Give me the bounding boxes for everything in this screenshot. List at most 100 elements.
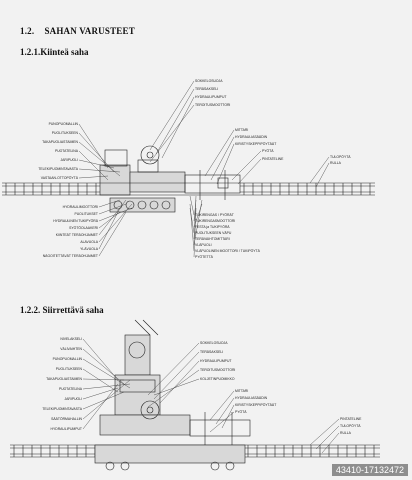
- d2-topmid-label: HYDRAULIASÄÄDIN: [235, 396, 268, 400]
- d1-top-label: HYDRAULIPUMPUT: [195, 95, 226, 99]
- d2-left-leader: [82, 379, 131, 420]
- d1-top-label: TERÄSAKSELI: [195, 87, 218, 91]
- d2-left-leader: [82, 378, 125, 381]
- d1-top-label: SOKKELOSUOJA: [195, 79, 223, 83]
- d2-top-leader: [147, 342, 200, 396]
- d1-top-leader: [149, 104, 195, 163]
- d1-left-leader: [78, 175, 109, 179]
- d2-left-label: TELEKIPUOMINTAVASTA: [42, 407, 82, 411]
- d2-right-label: TULOPÖYTÄ: [340, 424, 361, 428]
- d1-topmid-label: KIRISTYSKEPPIPÖYTÄÄT: [235, 142, 276, 146]
- d1-left-label: VASTAAN-OTTOPÖYTÄ: [41, 176, 79, 180]
- d2-right-leader: [315, 425, 340, 450]
- d2-top-leader: [153, 378, 200, 396]
- watermark: 43410-17132472: [331, 464, 408, 476]
- d1-botright-leader: [193, 199, 203, 246]
- d1-botleft-label: KIINTEÄT TERÄOHJAIMET: [56, 233, 98, 237]
- d2-left-label: NIVELAKSELI: [60, 337, 82, 341]
- d1-botleft-leader: [98, 203, 133, 243]
- d1-botleft-label: HYDRAULINEN TUKIPYÖRÄ: [53, 219, 99, 223]
- d1-left-leader: [78, 150, 109, 181]
- d1-botright-label: PUOLITUKSEEN VÄPU: [195, 231, 232, 235]
- d1-botright-leader: [189, 203, 195, 252]
- d2-top-leader: [147, 369, 200, 408]
- d2-top-label: KOLJETINPUOMIKKO: [200, 377, 235, 381]
- d1-botleft-label: HYDRAULIMOOTTORI: [63, 205, 98, 209]
- d2-left-leader: [82, 338, 119, 381]
- d1-topright-label: PYÖTÄ: [262, 149, 274, 153]
- d2-topmid-label: MITTARI: [235, 389, 248, 393]
- d1-botright-leader: [189, 195, 195, 216]
- d2-top-label: TERÄSAKSELI: [200, 350, 223, 354]
- d1-botright-label: TUKIRENGAS / PYÖRÄT: [195, 213, 234, 217]
- d1-right-label: TULOPÖYTÄ: [330, 155, 351, 159]
- d1-botleft-label: NÄGOITETTÄVÄT TERÄOHJAIMET: [43, 254, 98, 258]
- d1-left-leader: [78, 123, 109, 169]
- d1-botright-label: PYÖTETTÄ: [195, 255, 214, 259]
- d1-top-leader: [161, 96, 195, 159]
- d2-topmid-leader: [209, 390, 235, 421]
- d2-left-label: TAKAPUOLIASTAIMEN: [46, 377, 82, 381]
- d1-right-leader: [315, 162, 330, 188]
- d1-botleft-leader: [98, 199, 127, 236]
- d1-botleft-label: SYÖTÖOLAAKERI: [69, 226, 98, 230]
- d1-right-label: RULLA: [330, 161, 342, 165]
- leader-lines-2: [82, 338, 340, 454]
- d2-left-label: HYDRAULIPUMPUT: [51, 427, 82, 431]
- d1-topmid-leader: [204, 129, 235, 177]
- d2-right-label: PINTATELINE: [340, 417, 362, 421]
- d1-left-leader: [78, 159, 115, 169]
- d1-topright-leader: [237, 158, 262, 185]
- d2-topmid-label: PYÖTÄ: [235, 410, 247, 414]
- d2-right-leader: [321, 432, 340, 454]
- d1-topright-leader: [231, 150, 262, 181]
- d2-top-label: SOKKELOSUOJA: [200, 341, 228, 345]
- d2-left-label: JARIPUOLI: [64, 397, 82, 401]
- subsection-heading-mobile-saw: 1.2.2. Siirrettävä saha: [20, 305, 104, 315]
- d1-left-label: PUNOPUOMALLIN: [49, 122, 79, 126]
- d1-topright-label: PINTATELINE: [262, 157, 284, 161]
- labels-diagram-1: PUNOPUOMALLINPUOLITUKSEENTAKAPUOLIASTAIM…: [38, 79, 351, 259]
- d1-top-label: TEROITUSMOOTTORI: [195, 103, 230, 107]
- d2-topmid-leader: [215, 397, 235, 425]
- d1-topmid-label: HYDRAULIASÄÄDIN: [235, 135, 268, 139]
- d2-left-leader: [82, 391, 125, 410]
- d1-botright-leader: [193, 207, 197, 258]
- d2-right-leader: [309, 418, 340, 446]
- d2-left-leader: [82, 348, 125, 385]
- d2-left-label: PUNOPUOMALLIN: [53, 357, 83, 361]
- leader-lines-1: [78, 80, 330, 258]
- d2-left-leader: [82, 368, 119, 393]
- d2-topmid-label: KIRISTYSKEPPIPÖYTÄÄT: [235, 403, 276, 407]
- d1-topmid-leader: [216, 143, 235, 185]
- section-heading: 1.2. SAHAN VARUSTEET: [20, 26, 135, 36]
- d1-left-label: PUOTATELINA: [55, 149, 79, 153]
- d2-top-leader: [159, 360, 200, 404]
- d1-botright-label: VLÄPUOLINEN MOOTTORI / TUKIPÖYTÄ: [195, 249, 261, 253]
- d1-left-leader: [78, 168, 121, 173]
- d2-top-leader: [153, 351, 200, 400]
- diagram-mobile-saw: [10, 319, 380, 471]
- d1-right-leader: [309, 156, 330, 184]
- d1-botright-label: VLÄPUOLI: [195, 243, 212, 247]
- left-conveyor: [2, 182, 100, 196]
- d1-botleft-leader: [98, 207, 121, 250]
- d1-botleft-label: YLÄVUOLA: [80, 247, 99, 251]
- d2-left-leader: [82, 387, 119, 400]
- d1-left-leader: [78, 141, 121, 177]
- d1-botleft-leader: [98, 211, 127, 257]
- section-title: SAHAN VARUSTEET: [44, 26, 135, 36]
- d2-left-leader: [82, 383, 119, 430]
- d1-left-label: TAKAPUOLIASTAIMEN: [42, 140, 78, 144]
- d1-top-leader: [155, 88, 195, 155]
- d1-topmid-leader: [210, 136, 235, 181]
- d1-left-label: JARIPUOLI: [60, 158, 78, 162]
- d2-top-label: TEROITUSMOOTTORI: [200, 368, 235, 372]
- d1-botright-leader: [193, 195, 197, 240]
- d1-botleft-label: ALAVUOLA: [80, 240, 98, 244]
- d1-topmid-label: MITTARI: [235, 128, 248, 132]
- d2-left-leader: [82, 358, 131, 389]
- d1-left-label: TELEKIPUOMINTAVASTA: [38, 167, 78, 171]
- labels-diagram-2: NIVELAKSELIVÄLIVAIHTENPUNOPUOMALLINPUOLI…: [42, 337, 362, 435]
